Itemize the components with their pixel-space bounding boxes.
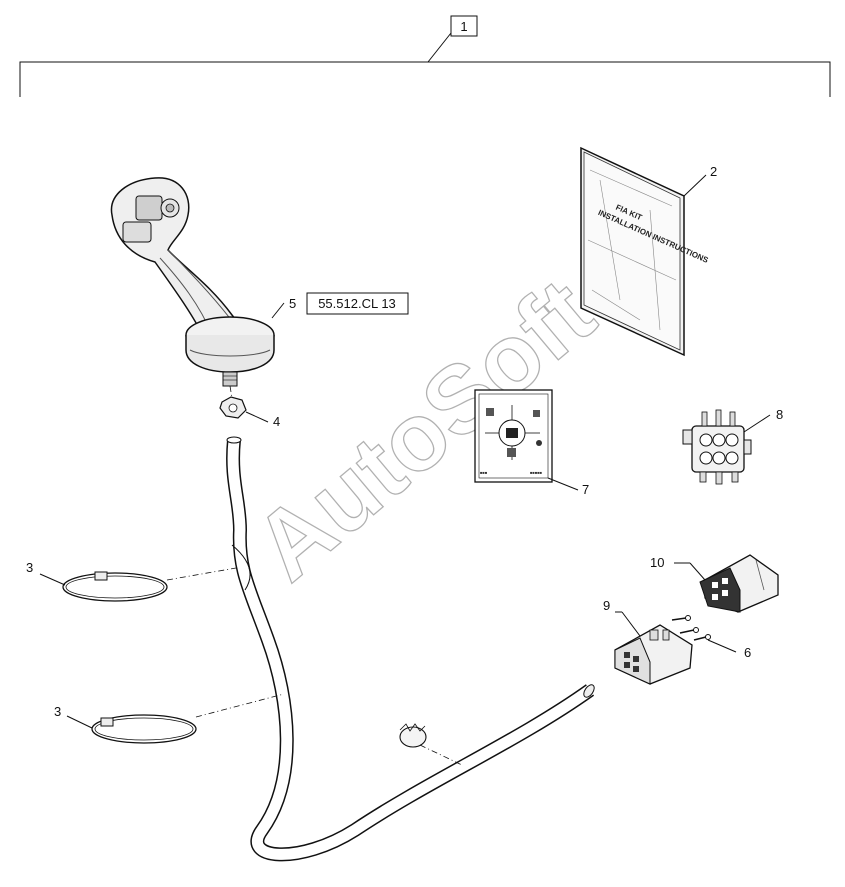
screws: 6 bbox=[671, 615, 751, 660]
callout-4: 4 bbox=[273, 414, 280, 429]
instruction-booklet: FIA KIT INSTALLATION INSTRUCTIONS 2 bbox=[580, 146, 717, 357]
callout-8: 8 bbox=[776, 407, 783, 422]
assembly-bracket: 1 bbox=[19, 15, 831, 97]
cable-clip bbox=[399, 723, 463, 766]
callout-6: 6 bbox=[744, 645, 751, 660]
connector-9: 9 bbox=[603, 598, 693, 685]
cable-harness bbox=[226, 436, 595, 862]
cable-tie-lower: 3 bbox=[54, 693, 285, 744]
connector-6-pin: 8 bbox=[682, 407, 783, 485]
callout-5: 5 bbox=[289, 296, 296, 311]
callout-7: 7 bbox=[582, 482, 589, 497]
connector-10: 10 bbox=[650, 554, 779, 613]
joystick-handle: 5 55.512.CL 13 bbox=[110, 177, 409, 387]
callout-3-upper: 3 bbox=[26, 560, 33, 575]
reference-55-512-cl-13[interactable]: 55.512.CL 13 bbox=[318, 296, 396, 311]
callout-1: 1 bbox=[460, 19, 467, 34]
callout-2: 2 bbox=[710, 164, 717, 179]
callout-9: 9 bbox=[603, 598, 610, 613]
decal-label: ■■■ ■■■■■ 7 bbox=[474, 389, 589, 497]
cable-tie-upper: 3 bbox=[26, 560, 237, 602]
callout-10: 10 bbox=[650, 555, 664, 570]
svg-text:■■■: ■■■ bbox=[480, 470, 488, 475]
callout-3-lower: 3 bbox=[54, 704, 61, 719]
svg-text:■■■■■: ■■■■■ bbox=[530, 470, 543, 475]
hex-nut: 4 bbox=[219, 396, 280, 429]
